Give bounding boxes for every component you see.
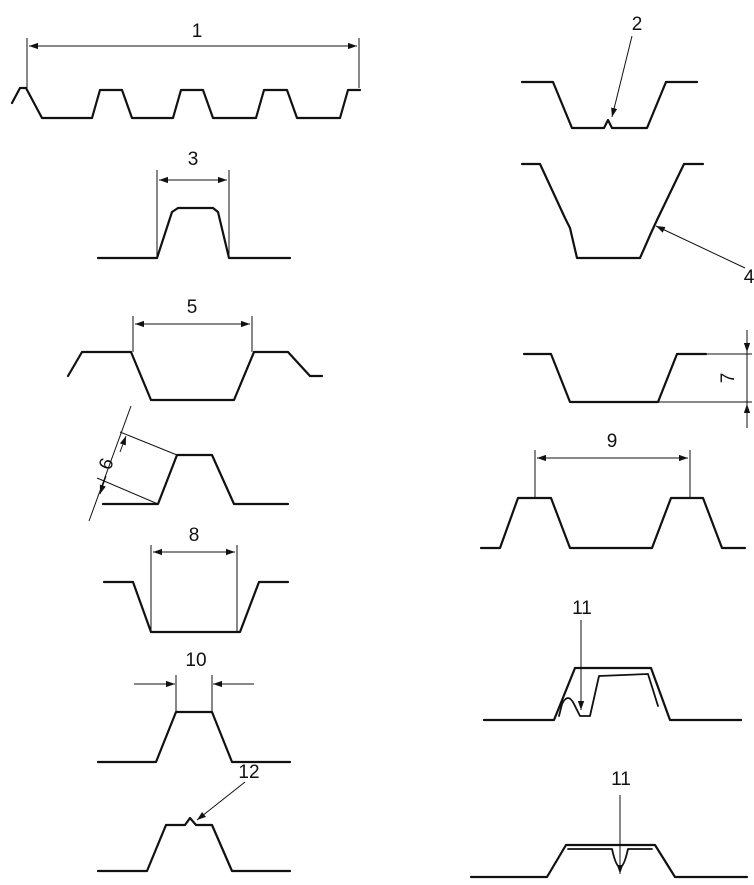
dimension-arrow <box>119 435 127 453</box>
profile-2 <box>520 80 699 130</box>
figure-8: 8 <box>102 525 290 634</box>
profile-11-outer <box>482 666 743 722</box>
profile-8 <box>102 580 290 634</box>
extension-line <box>96 477 159 505</box>
label-8: 8 <box>189 525 200 546</box>
label-10: 10 <box>185 650 206 671</box>
leader-arrow <box>611 35 633 118</box>
figure-11-lower: 11 <box>469 769 749 879</box>
figure-4: 4 <box>520 162 754 288</box>
label-11-lower: 11 <box>611 769 631 790</box>
label-9: 9 <box>607 431 618 452</box>
leader-arrow <box>655 225 746 269</box>
figure-6: 6 <box>88 405 290 522</box>
figure-12: 12 <box>96 762 292 873</box>
label-3: 3 <box>188 149 199 170</box>
profile-11-lower-outer <box>469 843 749 879</box>
profile-4 <box>520 162 705 260</box>
label-2: 2 <box>632 14 643 35</box>
profile-11-inner <box>558 673 659 717</box>
label-6: 6 <box>95 456 118 473</box>
profile-12 <box>96 816 292 873</box>
profile-10 <box>96 710 292 764</box>
figure-7: 7 <box>522 330 752 428</box>
leader-arrow <box>196 781 246 821</box>
figure-9: 9 <box>479 431 747 550</box>
figure-3: 3 <box>96 149 292 260</box>
profile-7 <box>522 352 708 404</box>
figure-11-upper: 11 <box>482 598 743 722</box>
figure-5: 5 <box>66 297 324 402</box>
label-11-upper: 11 <box>572 598 592 619</box>
profile-11-lower-inner <box>567 848 653 868</box>
profile-3 <box>96 206 292 260</box>
profile-1 <box>10 86 362 120</box>
profile-5 <box>66 350 324 402</box>
label-5: 5 <box>187 297 198 318</box>
extension-line <box>119 431 178 456</box>
figure-2: 2 <box>520 14 699 130</box>
label-1: 1 <box>192 21 203 42</box>
profile-6 <box>101 453 290 506</box>
profile-9 <box>479 496 747 550</box>
label-7: 7 <box>718 373 739 384</box>
dimension-arrow <box>99 475 107 495</box>
figure-1-overall-width: 1 <box>10 21 362 120</box>
label-4: 4 <box>744 267 754 288</box>
dimension-line <box>88 405 132 522</box>
figure-10: 10 <box>96 650 292 764</box>
label-12: 12 <box>238 762 259 783</box>
